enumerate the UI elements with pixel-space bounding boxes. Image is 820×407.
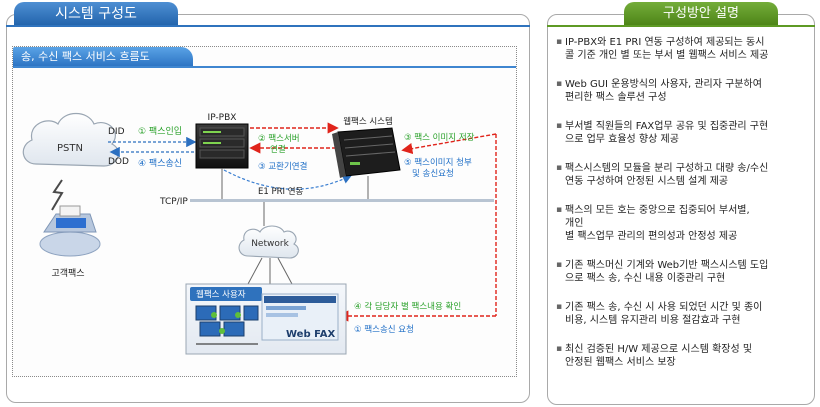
list-item: 부서별 직원들의 FAX업무 공유 및 집중관리 구현 으로 업무 효율성 향상… — [556, 120, 812, 146]
right-title-underline — [547, 25, 815, 27]
system-diagram-title: 시스템 구성도 — [14, 2, 178, 26]
tcpip-bus — [190, 199, 494, 202]
ippbx-server-icon — [195, 123, 249, 169]
web-fax-label: Web FAX — [286, 329, 336, 340]
e1-pri-arrow — [223, 169, 353, 190]
tcpip-label: TCP/IP — [159, 197, 188, 207]
list-item: 팩스시스템의 모듈을 분리 구성하고 대량 송/수신 연동 구성하여 안정된 시… — [556, 162, 812, 188]
config-description-list: IP-PBX와 E1 PRI 연동 구성하여 제공되는 동시 콜 기준 개인 별… — [556, 36, 812, 385]
step5-image-request-label: ⑤ 팩스이미지 청부 — [404, 157, 472, 168]
list-item: Web GUI 운용방식의 사용자, 관리자 구분하여 편리한 팩스 솔루션 구… — [556, 78, 812, 104]
step5-send-request-label: 및 송신요청 — [412, 168, 454, 179]
list-item: 기존 팩스 송, 수신 시 사용 되었던 시간 및 종이 비용, 시스템 유지관… — [556, 301, 812, 327]
webfax-screen-icon — [261, 293, 339, 341]
step4-check-label: ④ 각 담당자 별 팩스내용 확인 — [354, 301, 461, 312]
e1-pri-label: E1 PRI 연동 — [258, 187, 304, 197]
config-description-title: 구성방안 설명 — [624, 2, 778, 26]
user-computers-icon — [195, 305, 259, 337]
network-cloud: Network — [238, 225, 299, 259]
list-item: 팩스의 모든 호는 중앙으로 집중되어 부서별, 개인 별 팩스업무 관리의 편… — [556, 204, 812, 243]
webfax-system-label: 웹팩스 시스템 — [343, 116, 393, 127]
ippbx-label: IP-PBX — [208, 113, 237, 123]
list-item: 최신 검증된 H/W 제공으로 시스템 확장성 및 안정된 웹팩스 서비스 보장 — [556, 343, 812, 369]
webfax-user-label: 웹팩스 사용자 — [196, 289, 246, 300]
webfax-user-header — [190, 287, 262, 301]
customer-fax-label: 고객팩스 — [51, 268, 84, 279]
network-label: Network — [251, 239, 289, 249]
step2-connect-label: 연결 — [270, 144, 286, 155]
pstn-label: PSTN — [57, 143, 83, 154]
drop-1 — [247, 257, 263, 285]
pstn-cloud: PSTN — [22, 112, 120, 167]
step1-fax-in-label: ① 팩스인입 — [138, 125, 182, 137]
list-item: IP-PBX와 E1 PRI 연동 구성하여 제공되는 동시 콜 기준 개인 별… — [556, 36, 812, 62]
dod-label: DOD — [108, 157, 129, 167]
fax-flow-underline — [13, 66, 516, 68]
left-title-underline — [6, 25, 530, 27]
drop-3 — [277, 257, 293, 285]
lightning-icon — [51, 179, 64, 211]
step3-exchange-label: ③ 교환기연결 — [258, 161, 307, 172]
webfax-server-icon — [332, 127, 401, 178]
step4-fax-send-label: ④ 팩스송신 — [138, 158, 182, 169]
fax-flow-title: 송, 수신 팩스 서비스 흐름도 — [13, 47, 193, 67]
step2-fax-server-label: ② 팩스서버 — [258, 133, 300, 144]
did-label: DID — [108, 127, 125, 137]
customer-fax-icon — [39, 205, 101, 257]
list-item: 기존 팩스머신 기계와 Web기반 팩스시스템 도입 으로 팩스 송, 수신 내… — [556, 259, 812, 285]
image-save-arrow — [401, 133, 497, 155]
step1-send-request-label: ① 팩스송신 요청 — [354, 324, 414, 335]
step3-image-save-label: ③ 팩스 이미지 저장 — [404, 132, 475, 143]
